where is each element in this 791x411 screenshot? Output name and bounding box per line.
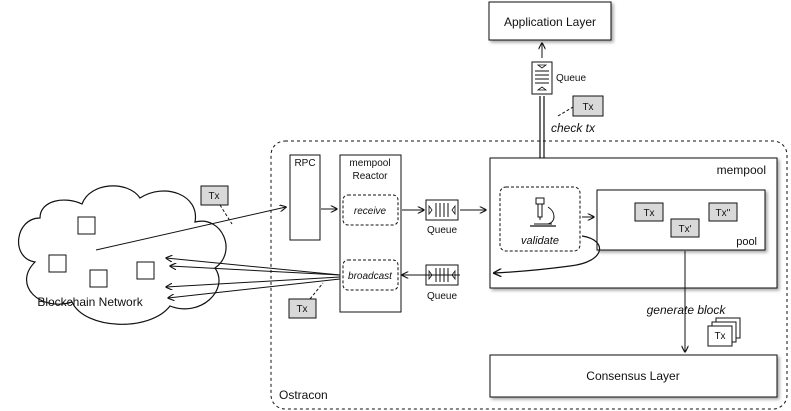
mempool-label: mempool xyxy=(717,163,766,177)
mempool-reactor-label-line1: mempool xyxy=(349,158,390,169)
check-tx-label: check tx xyxy=(551,121,596,135)
broadcast-box xyxy=(342,259,399,291)
arrow-broadcast-to-network xyxy=(170,266,341,276)
application-layer-box xyxy=(488,1,612,41)
tx-box-pool-2 xyxy=(670,218,700,238)
queue-icon xyxy=(531,61,553,95)
network-node xyxy=(77,216,96,235)
tx-box-incoming xyxy=(200,185,229,206)
block-stack-label: Tx xyxy=(714,331,725,342)
receive-label: receive xyxy=(354,206,387,217)
arrow-network-to-rpc xyxy=(95,207,286,251)
rpc-box xyxy=(289,154,321,241)
mempool-reactor-label-line2: Reactor xyxy=(352,171,388,182)
queue-top-label: Queue xyxy=(556,73,586,84)
tx-pool-2-label: Tx' xyxy=(678,224,691,235)
application-layer-label: Application Layer xyxy=(504,15,596,29)
receive-box xyxy=(342,194,399,226)
tx-connector-top xyxy=(557,106,574,117)
network-node xyxy=(89,269,108,288)
tx-incoming-connector xyxy=(219,204,233,225)
blockchain-network-label: Blockchain Network xyxy=(37,295,143,309)
block-stack xyxy=(707,317,741,347)
tx-box-outgoing xyxy=(288,298,317,319)
tx-box-top xyxy=(572,95,604,117)
arrow-broadcast-to-network xyxy=(166,276,341,287)
tx-incoming-label: Tx xyxy=(208,191,219,202)
generate-block-label: generate block xyxy=(647,303,727,317)
network-node xyxy=(136,261,155,280)
ostracon-label: Ostracon xyxy=(279,388,328,402)
rpc-label: RPC xyxy=(294,158,315,169)
tx-box-pool-1 xyxy=(634,202,664,222)
arrow-broadcast-to-network xyxy=(166,258,341,276)
ostracon-boundary xyxy=(270,140,788,410)
tx-box-pool-3 xyxy=(708,202,738,222)
queue-icon xyxy=(425,199,459,221)
network-node xyxy=(48,254,67,273)
blockchain-network-cloud xyxy=(18,185,227,325)
arrow-validate-to-broadcast-queue xyxy=(494,235,600,273)
tx-outgoing-connector xyxy=(309,282,324,300)
queue-receive-label: Queue xyxy=(427,225,457,236)
consensus-layer-label: Consensus Layer xyxy=(586,369,679,383)
tx-top-label: Tx xyxy=(582,102,593,113)
pool-label: pool xyxy=(736,236,757,248)
arrow-broadcast-to-network xyxy=(168,278,341,298)
tx-pool-3-label: Tx'' xyxy=(716,208,731,219)
queue-broadcast-label: Queue xyxy=(427,291,457,302)
validate-label: validate xyxy=(521,235,559,247)
consensus-layer-box xyxy=(489,354,778,398)
tx-pool-1-label: Tx xyxy=(643,208,654,219)
broadcast-label: broadcast xyxy=(348,271,393,282)
microscope-icon xyxy=(530,197,556,227)
tx-outgoing-label: Tx xyxy=(296,304,307,315)
